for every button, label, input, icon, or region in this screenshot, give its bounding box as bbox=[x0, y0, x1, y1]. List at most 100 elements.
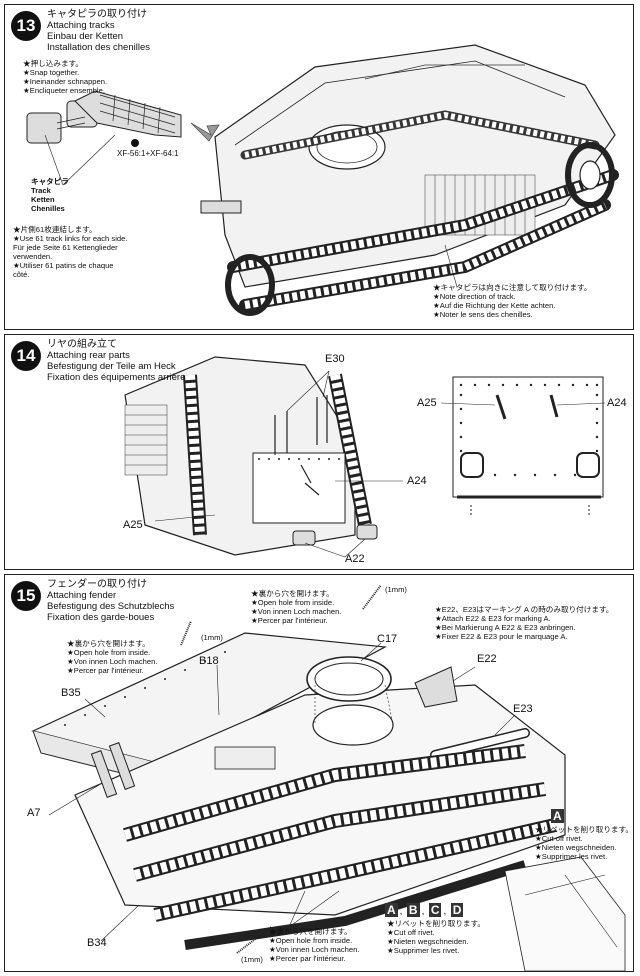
snap-de: ★Ineinander schnappen. bbox=[23, 77, 108, 86]
part-label-a24: A24 bbox=[407, 475, 427, 487]
step-number: 15 bbox=[11, 581, 41, 611]
box-letter-a2: A bbox=[385, 903, 398, 917]
hole-bottom-jp: ★裏から穴を開けます。 bbox=[269, 927, 352, 936]
marking-fr: ★Fixer E22 & E23 pour le marquage A. bbox=[435, 632, 568, 641]
part-label-a25: A25 bbox=[123, 519, 143, 531]
rivet-abcd-jp: ★リベットを削り取ります。 bbox=[387, 919, 485, 928]
hole-top-de: ★Von innen Loch machen. bbox=[251, 607, 342, 616]
marking-abcd-boxes: A, B, C, D bbox=[385, 903, 464, 917]
direction-en: ★Note direction of track. bbox=[433, 292, 516, 301]
title-en: Attaching tracks bbox=[47, 20, 115, 31]
part-label-e23: E23 bbox=[513, 703, 533, 715]
hole-left-fr: ★Percer par l'intérieur. bbox=[67, 666, 144, 675]
part-label-b35: B35 bbox=[61, 687, 81, 699]
part-label-a7: A7 bbox=[27, 807, 41, 819]
hole-left-de: ★Von innen Loch machen. bbox=[67, 657, 158, 666]
title-en: Attaching rear parts bbox=[47, 350, 130, 361]
step-15-illustration bbox=[31, 584, 626, 971]
direction-fr: ★Noter le sens des chenilles. bbox=[433, 310, 533, 319]
cut-rivet-note-a: ★リベットを削り取ります。 ★Cut off rivet. ★Nieten we… bbox=[535, 825, 633, 861]
track-direction-note: ★キャタピラは向きに注意して取り付けます。 ★Note direction of… bbox=[433, 283, 591, 319]
marking-a-box: A bbox=[551, 807, 566, 825]
step-number: 13 bbox=[11, 11, 41, 41]
snap-fr: ★Encliqueter ensemble. bbox=[23, 86, 105, 95]
title-de: Einbau der Ketten bbox=[47, 31, 124, 42]
title-en: Attaching fender bbox=[47, 590, 117, 601]
box-letter-a: A bbox=[551, 809, 564, 823]
track-part-label: キャタピラ Track Ketten Chenilles bbox=[31, 177, 69, 213]
track-en: Track bbox=[31, 186, 51, 195]
snap-en: ★Snap together. bbox=[23, 68, 80, 77]
title-jp: リヤの組み立て bbox=[47, 339, 117, 350]
part-label-b34: B34 bbox=[87, 937, 107, 949]
title-fr: Fixation des garde-boues bbox=[47, 612, 155, 623]
paint-code: XF-56:1+XF-64:1 bbox=[117, 149, 179, 158]
open-hole-note-bottom: ★裏から穴を開けます。 ★Open hole from inside. ★Von… bbox=[269, 927, 359, 963]
part-label-e22: E22 bbox=[477, 653, 497, 665]
use61-de1: Für jede Seite 61 Kettenglieder bbox=[13, 243, 118, 252]
hole-left-en: ★Open hole from inside. bbox=[67, 648, 151, 657]
marking-de: ★Bei Markierung A E22 & E23 anbringen. bbox=[435, 623, 576, 632]
rivet-a-jp: ★リベットを削り取ります。 bbox=[535, 825, 633, 834]
use-61-links-note: ★片側61枚連結します。 ★Use 61 track links for eac… bbox=[13, 225, 127, 279]
title-de: Befestigung des Schutzblechs bbox=[47, 601, 175, 612]
step-title: フェンダーの取り付け Attaching fender Befestigung … bbox=[47, 579, 174, 623]
part-label-c17: C17 bbox=[377, 633, 398, 645]
rivet-a-en: ★Cut off rivet. bbox=[535, 834, 583, 843]
use61-de2: verwenden. bbox=[13, 252, 53, 261]
snap-jp: ★押し込みます。 bbox=[23, 59, 83, 68]
part-label-e30: E30 bbox=[325, 353, 345, 365]
track-de: Ketten bbox=[31, 195, 55, 204]
hole-bottom-fr: ★Percer par l'intérieur. bbox=[269, 954, 346, 963]
step-number: 14 bbox=[11, 341, 41, 371]
direction-de: ★Auf die Richtung der Kette achten. bbox=[433, 301, 556, 310]
part-label-a24-detail: A24 bbox=[607, 397, 627, 409]
box-letter-c: C bbox=[428, 903, 442, 917]
part-label-a25-detail: A25 bbox=[417, 397, 437, 409]
marking-en: ★Attach E22 & E23 for marking A. bbox=[435, 614, 551, 623]
hole-top-en: ★Open hole from inside. bbox=[251, 598, 335, 607]
hole-size-left: (1mm) bbox=[201, 633, 223, 642]
rivet-abcd-en: ★Cut off rivet. bbox=[387, 928, 435, 937]
use61-fr2: côté. bbox=[13, 270, 30, 279]
step-14-illustration bbox=[124, 356, 606, 558]
marking-jp: ★E22、E23はマーキング A の時のみ取り付けます。 bbox=[435, 605, 614, 614]
title-fr: Fixation des équipements arrière bbox=[47, 372, 186, 383]
part-label-a22: A22 bbox=[345, 553, 365, 565]
direction-jp: ★キャタピラは向きに注意して取り付けます。 bbox=[433, 283, 592, 292]
rivet-a-fr: ★Supprimer les rivet. bbox=[535, 852, 608, 861]
rivet-a-de: ★Nieten wegschneiden. bbox=[535, 843, 617, 852]
rivet-abcd-fr: ★Supprimer les rivet. bbox=[387, 946, 460, 955]
hole-size-bottom: (1mm) bbox=[241, 955, 263, 964]
box-letter-b: B bbox=[406, 903, 420, 917]
open-hole-note-left: ★裏から穴を開けます。 ★Open hole from inside. ★Von… bbox=[67, 639, 157, 675]
title-de: Befestigung der Teile am Heck bbox=[47, 361, 176, 372]
part-label-b18: B18 bbox=[199, 655, 219, 667]
snap-note: ★押し込みます。 ★Snap together. ★Ineinander sch… bbox=[23, 59, 107, 95]
marking-note: ★E22、E23はマーキング A の時のみ取り付けます。 ★Attach E22… bbox=[435, 605, 613, 641]
open-hole-note-top: ★裏から穴を開けます。 ★Open hole from inside. ★Von… bbox=[251, 589, 341, 625]
use61-jp: ★片側61枚連結します。 bbox=[13, 225, 97, 234]
use61-fr1: ★Utiliser 61 patins de chaque bbox=[13, 261, 114, 270]
title-jp: フェンダーの取り付け bbox=[47, 579, 147, 590]
rivet-abcd-de: ★Nieten wegschneiden. bbox=[387, 937, 469, 946]
hole-bottom-en: ★Open hole from inside. bbox=[269, 936, 353, 945]
step-14-panel: 14 リヤの組み立て Attaching rear parts Befestig… bbox=[4, 334, 634, 570]
track-jp: キャタピラ bbox=[31, 177, 69, 186]
hole-size-top: (1mm) bbox=[385, 585, 407, 594]
step-title: キャタピラの取り付け Attaching tracks Einbau der K… bbox=[47, 9, 150, 53]
hole-top-jp: ★裏から穴を開けます。 bbox=[251, 589, 334, 598]
title-jp: キャタピラの取り付け bbox=[47, 9, 147, 20]
track-fr: Chenilles bbox=[31, 204, 65, 213]
step-13-illustration bbox=[26, 44, 619, 316]
hole-bottom-de: ★Von innen Loch machen. bbox=[269, 945, 360, 954]
step-15-panel: 15 フェンダーの取り付け Attaching fender Befestigu… bbox=[4, 574, 634, 972]
use61-en: ★Use 61 track links for each side. bbox=[13, 234, 128, 243]
cut-rivet-note-abcd: ★リベットを削り取ります。 ★Cut off rivet. ★Nieten we… bbox=[387, 919, 485, 955]
step-13-panel: 13 キャタピラの取り付け Attaching tracks Einbau de… bbox=[4, 4, 634, 330]
box-letter-d: D bbox=[450, 903, 464, 917]
step-title: リヤの組み立て Attaching rear parts Befestigung… bbox=[47, 339, 185, 383]
hole-left-jp: ★裏から穴を開けます。 bbox=[67, 639, 150, 648]
hole-top-fr: ★Percer par l'intérieur. bbox=[251, 616, 328, 625]
title-fr: Installation des chenilles bbox=[47, 42, 150, 53]
